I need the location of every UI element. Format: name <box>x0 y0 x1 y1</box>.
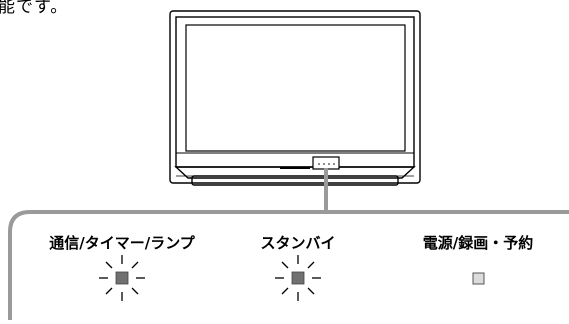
indicator-lamp-standby <box>275 255 321 301</box>
indicator-lamp-power <box>472 272 485 285</box>
blink-rays-icon <box>275 255 321 301</box>
lamp-square <box>291 271 305 285</box>
tv-screen <box>185 24 406 152</box>
lamp-square <box>115 271 129 285</box>
indicator-lamp-communication <box>99 255 145 301</box>
tv-illustration <box>169 10 421 186</box>
blink-rays-icon <box>99 255 145 301</box>
indicator-window <box>312 156 340 170</box>
callout-frame-left <box>8 210 31 320</box>
tv-bezel <box>175 16 415 168</box>
top-text-fragment: 能です。 <box>0 0 69 17</box>
lamp-square <box>472 272 485 285</box>
label-power-record-reserve: 電源/録画・予約 <box>422 234 534 252</box>
label-standby: スタンバイ <box>260 234 336 252</box>
tv-base <box>191 175 399 186</box>
label-communication-timer-lamp: 通信/タイマー/ランプ <box>49 234 195 252</box>
tv-frame <box>169 10 421 184</box>
callout-connector <box>8 168 569 320</box>
